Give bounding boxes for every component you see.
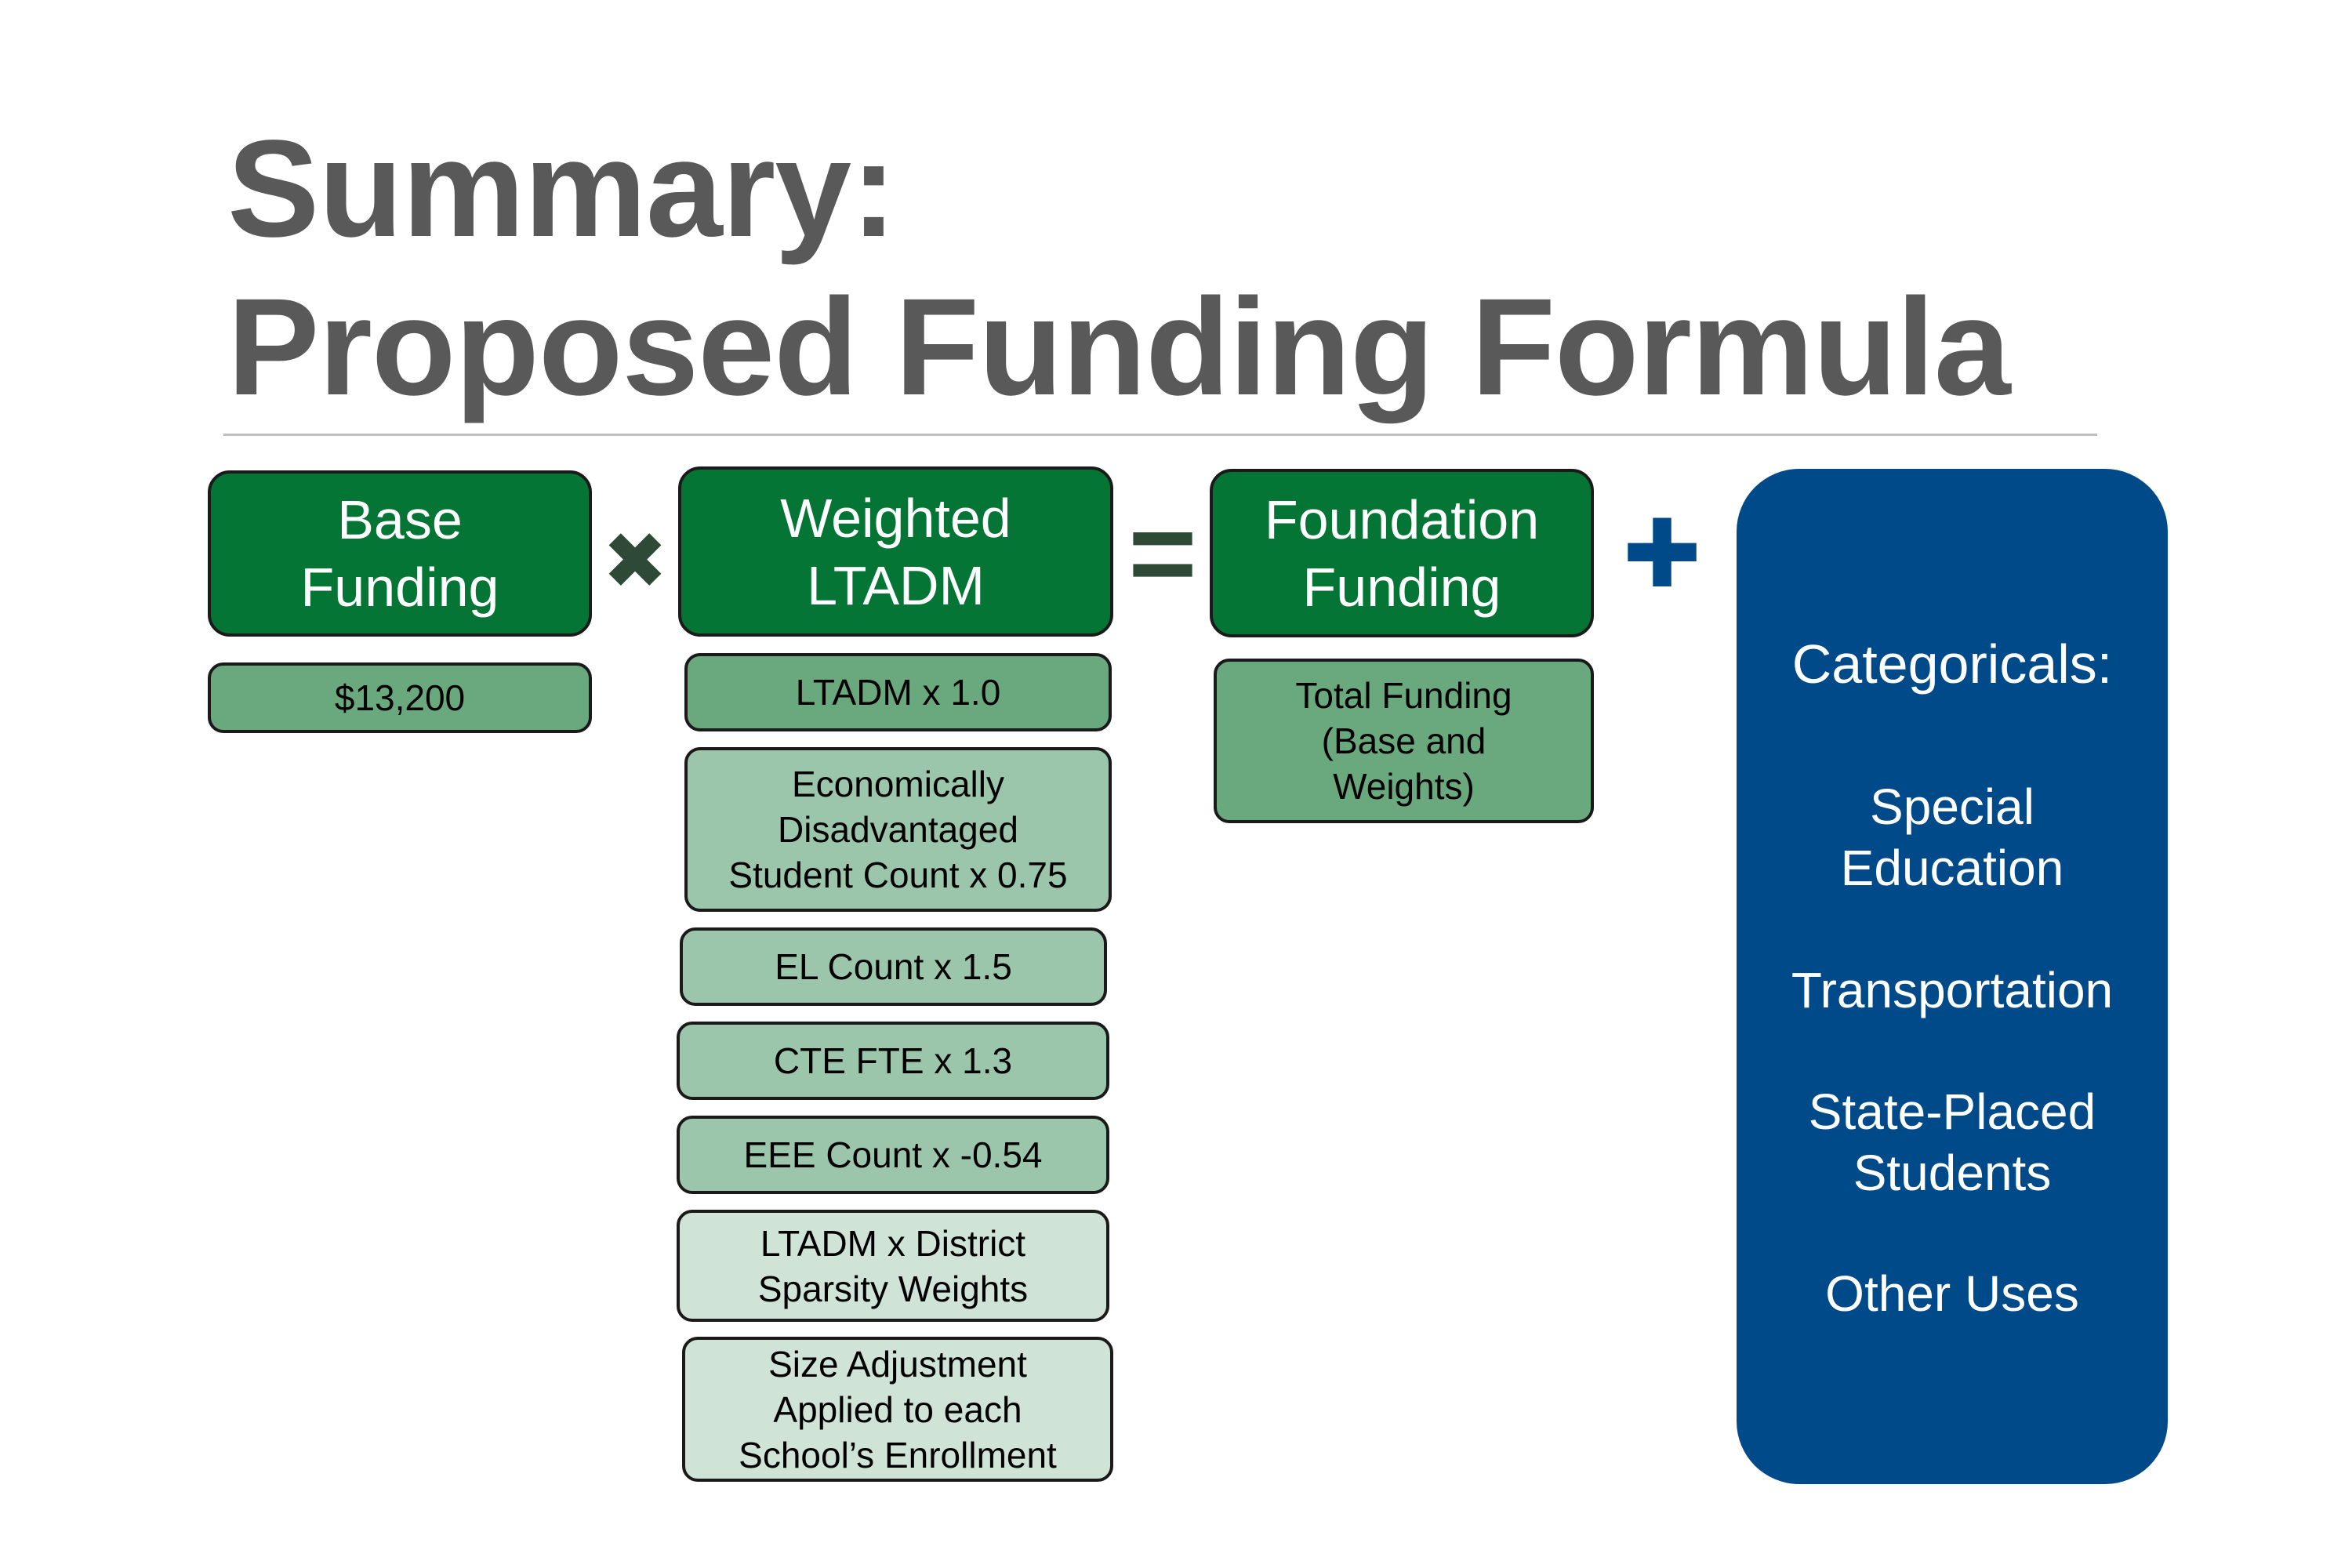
weight-item-el-count: EL Count x 1.5 [680,927,1107,1006]
foundation-funding-detail: Total Funding (Base and Weights) [1214,659,1594,823]
categorical-special-education: Special Education [1840,779,2064,896]
title-line-2: Proposed Funding Formula [227,270,2011,424]
categoricals-panel: Categoricals: Special Education Transpor… [1737,469,2168,1484]
weight-item-eee-count: EEE Count x -0.54 [677,1116,1109,1194]
weight-item-economically-disadvantaged: Economically Disadvantaged Student Count… [684,747,1112,912]
weight-item-size-adjustment: Size Adjustment Applied to each School’s… [682,1337,1113,1482]
categoricals-title: Categoricals: [1791,633,2113,695]
base-funding-label-2: Funding [300,557,499,618]
plus-icon: ✚ [1622,502,1702,607]
base-funding-box: Base Funding [208,470,592,637]
title-divider [223,434,2097,436]
multiply-icon: ✖ [602,517,668,605]
equals-icon: = [1128,486,1197,619]
categorical-other-uses: Other Uses [1825,1265,2079,1322]
categorical-state-placed-students: State-Placed Students [1808,1083,2096,1201]
weight-item-ltadm: LTADM x 1.0 [684,653,1112,731]
weight-item-sparsity: LTADM x District Sparsity Weights [677,1210,1109,1322]
foundation-funding-box: Foundation Funding [1210,469,1594,637]
foundation-funding-label-1: Foundation [1264,488,1540,550]
weighted-ltadm-label-2: LTADM [807,554,985,616]
weighted-ltadm-label-1: Weighted [780,487,1011,549]
title-line-1: Summary: [227,112,897,266]
weight-item-cte-fte: CTE FTE x 1.3 [677,1022,1109,1100]
weighted-ltadm-box: Weighted LTADM [678,466,1113,637]
base-funding-amount: $13,200 [334,677,466,718]
page-title: Summary: Proposed Funding Formula [227,110,2187,426]
foundation-funding-label-2: Funding [1302,556,1501,618]
base-funding-value: $13,200 [208,662,592,733]
base-funding-label-1: Base [337,489,463,550]
categorical-transportation: Transportation [1791,962,2114,1018]
